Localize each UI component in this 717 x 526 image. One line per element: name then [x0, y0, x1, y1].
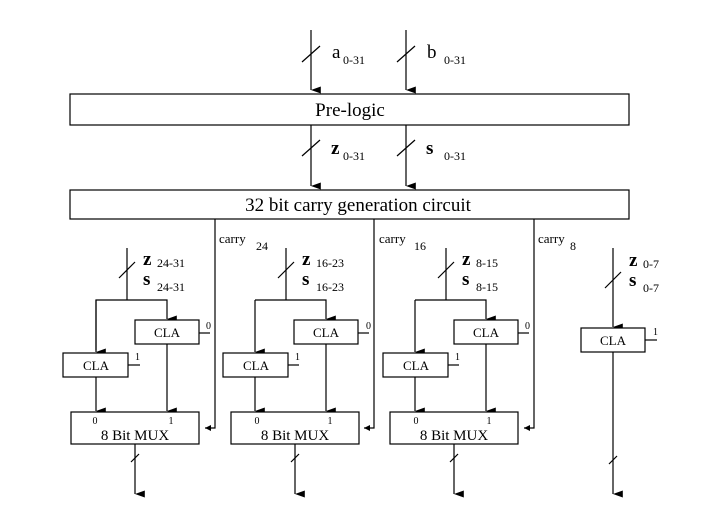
cla-top-cin: 0 — [206, 321, 211, 332]
cla-bottom-label: CLA — [403, 358, 430, 373]
z-symbol: z — [629, 250, 638, 271]
split-wire — [255, 299, 336, 323]
prelogic-box — [69, 93, 630, 126]
z-symbol: z — [331, 138, 340, 159]
input-a: a 0-31 — [301, 30, 365, 94]
bus-slash — [118, 261, 136, 279]
prelogic-label: Pre-logic — [315, 100, 385, 121]
bus-slash — [608, 455, 618, 465]
mux-in0-label: 0 — [414, 416, 419, 427]
mux-box — [389, 411, 519, 445]
cla-bottom-cin: 1 — [135, 352, 140, 363]
carry-8-sub: 8 — [570, 239, 576, 253]
carry-8-label: carry — [538, 231, 565, 246]
s-range: 24-31 — [157, 280, 185, 294]
carry-8-wire — [524, 219, 535, 431]
carry-24-label: carry — [219, 231, 246, 246]
bus-slash — [604, 271, 622, 289]
cla-top-box — [134, 319, 200, 345]
cla-label: CLA — [600, 333, 627, 348]
cla-top-label: CLA — [473, 325, 500, 340]
bus-slash — [396, 139, 416, 157]
cla-top-cin: 0 — [525, 321, 530, 332]
z-symbol: z — [143, 249, 152, 270]
input-b-range: 0-31 — [444, 53, 466, 67]
prelogic-block: Pre-logic — [69, 93, 630, 126]
carry-generation-label: 32 bit carry generation circuit — [245, 195, 472, 216]
s-symbol: s — [426, 138, 433, 159]
carry-24-sub: 24 — [256, 239, 268, 253]
split-wire — [415, 299, 496, 323]
carry-16-line: carry 16 — [364, 219, 426, 431]
z-range: 8-15 — [476, 256, 498, 270]
s-symbol: s — [143, 269, 150, 290]
cla-top-box — [453, 319, 519, 345]
input-b: b 0-31 — [396, 30, 466, 94]
mux-in1-label: 1 — [169, 416, 174, 427]
z-range: 0-7 — [643, 257, 659, 271]
bus-slash — [301, 45, 321, 63]
z-symbol: z — [462, 249, 471, 270]
mux-label: 8 Bit MUX — [101, 428, 170, 444]
z-range: 16-23 — [316, 256, 344, 270]
z-range: 24-31 — [157, 256, 185, 270]
bus-slash — [437, 261, 455, 279]
mux-in1-label: 1 — [487, 416, 492, 427]
input-b-symbol: b — [427, 42, 437, 63]
cla-top-label: CLA — [154, 325, 181, 340]
cla-top-label: CLA — [313, 325, 340, 340]
cla-bottom-label: CLA — [83, 358, 110, 373]
s-symbol: s — [302, 269, 309, 290]
bus-slash — [449, 453, 459, 463]
cla-bottom-cin: 1 — [295, 352, 300, 363]
z-range: 0-31 — [343, 149, 365, 163]
bus-slash — [301, 139, 321, 157]
carry-24-line: carry 24 — [205, 219, 268, 431]
prelogic-output-z: z 0-31 — [301, 125, 365, 190]
carry-16-wire — [364, 219, 375, 431]
input-a-range: 0-31 — [343, 53, 365, 67]
carry-24-wire — [205, 219, 216, 431]
cla-top-box — [293, 319, 359, 345]
mux-box — [70, 411, 200, 445]
bus-slash — [396, 45, 416, 63]
s-range: 0-31 — [444, 149, 466, 163]
cla-bottom-box — [222, 352, 289, 378]
cla-top-cin: 0 — [366, 321, 371, 332]
cla-bottom-cin: 1 — [455, 352, 460, 363]
adder-block-8-15: z 8-15 s 8-15 CLA 0 CLA 1 0 1 8 Bit MUX — [382, 248, 530, 498]
adder-block-24-31: z 24-31 s 24-31 CLA 0 CLA 1 0 1 8 Bit MU… — [62, 248, 211, 498]
carry-generation-box — [69, 189, 630, 220]
mux-in0-label: 0 — [255, 416, 260, 427]
adder-block-16-23: z 16-23 s 16-23 CLA 0 CLA 1 0 1 8 Bit MU… — [222, 248, 371, 498]
mux-label: 8 Bit MUX — [261, 428, 330, 444]
bus-slash — [290, 453, 300, 463]
bus-slash — [277, 261, 295, 279]
mux-in0-label: 0 — [93, 416, 98, 427]
carry-8-line: carry 8 — [524, 219, 576, 431]
cla-box — [580, 327, 646, 353]
mux-label: 8 Bit MUX — [420, 428, 489, 444]
z-symbol: z — [302, 249, 311, 270]
mux-in1-label: 1 — [328, 416, 333, 427]
prelogic-output-s: s 0-31 — [396, 125, 466, 190]
s-symbol: s — [462, 269, 469, 290]
cla-bottom-label: CLA — [243, 358, 270, 373]
s-range: 8-15 — [476, 280, 498, 294]
input-a-symbol: a — [332, 42, 341, 63]
mux-box — [230, 411, 360, 445]
carry-16-sub: 16 — [414, 239, 426, 253]
carry-generation-block: 32 bit carry generation circuit — [69, 189, 630, 220]
bus-slash — [130, 453, 140, 463]
carry-16-label: carry — [379, 231, 406, 246]
s-symbol: s — [629, 270, 636, 291]
adder-block-0-7: z 0-7 s 0-7 CLA 1 — [580, 248, 659, 498]
s-range: 0-7 — [643, 281, 659, 295]
cla-cin: 1 — [653, 327, 658, 338]
s-range: 16-23 — [316, 280, 344, 294]
